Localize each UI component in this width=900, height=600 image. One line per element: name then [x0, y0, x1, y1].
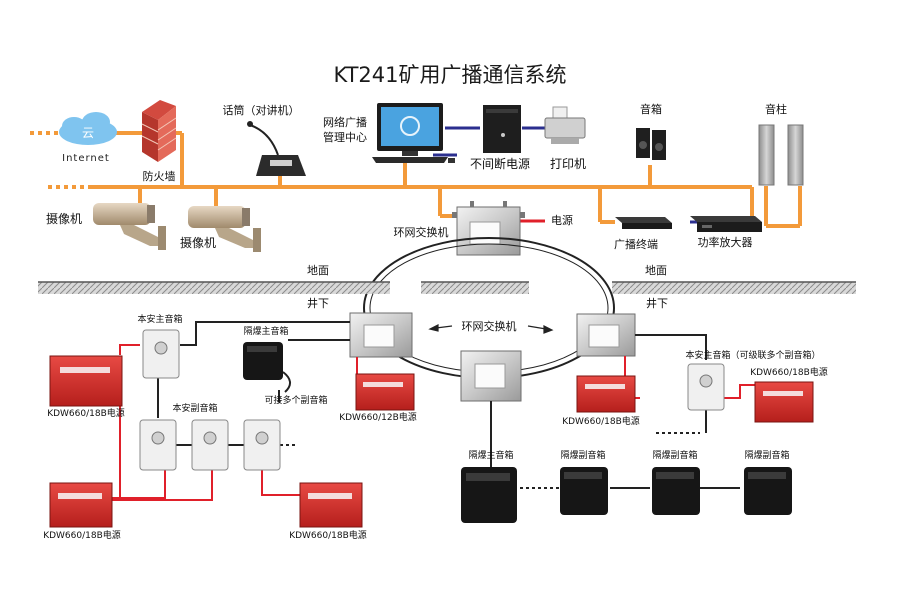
mgmt-center-label-2: 管理中心 — [323, 130, 367, 144]
microphone-icon — [247, 121, 306, 176]
camera-label-1: 摄像机 — [46, 211, 82, 226]
speaker-column-icon — [758, 124, 804, 186]
camera-icon — [188, 206, 261, 252]
microphone-label: 话筒（对讲机） — [223, 103, 300, 117]
explosion-proof-main-bottom-label: 隔爆主音箱 — [468, 449, 513, 461]
psu-right-label: KDW660/18B电源 — [750, 366, 828, 378]
ring-switch-top-label: 环网交换机 — [394, 225, 449, 239]
explosion-proof-sub-label-2: 隔爆副音箱 — [652, 449, 697, 461]
explosion-proof-box — [652, 467, 700, 515]
ups-label: 不间断电源 — [470, 156, 530, 171]
monitor-icon — [372, 103, 455, 163]
ring-switch-bottom — [460, 350, 522, 402]
safe-main-box — [142, 329, 180, 379]
surface-bus — [30, 131, 802, 228]
double-arrow-icon — [428, 324, 554, 334]
safe-main-box — [687, 363, 725, 411]
firewall-icon — [141, 100, 177, 162]
ring-switch-label: 环网交换机 — [462, 319, 517, 333]
psu-label-left-bottom: KDW660/18B电源 — [43, 529, 121, 541]
speaker-icon — [636, 128, 666, 160]
explosion-proof-box — [243, 342, 291, 393]
speaker-label: 音箱 — [640, 102, 662, 116]
amplifier-label: 功率放大器 — [698, 235, 753, 249]
explosion-proof-box — [744, 467, 792, 515]
power-supply-box — [299, 482, 363, 528]
explosion-proof-box — [560, 467, 608, 515]
cloud-symbol: 云 — [82, 126, 94, 140]
safe-sub-box-label: 本安副音箱 — [172, 402, 217, 414]
power-supply-box — [355, 373, 415, 411]
power-supply-box — [49, 355, 123, 407]
broadcast-terminal-icon — [615, 217, 672, 229]
ring-switch-left — [349, 312, 413, 358]
power-supply-box — [49, 482, 113, 528]
camera-label-2: 摄像机 — [180, 235, 216, 250]
explosion-proof-sub-label-1: 隔爆副音箱 — [560, 449, 605, 461]
ground-line — [38, 281, 856, 294]
underground-label-left: 井下 — [307, 296, 329, 310]
safe-main-box-label: 本安主音箱 — [137, 313, 182, 325]
speaker-column-label: 音柱 — [765, 102, 787, 116]
safe-sub-box — [139, 419, 177, 471]
ups-icon — [483, 105, 521, 153]
explosion-proof-sub-label-3: 隔爆副音箱 — [744, 449, 789, 461]
explosion-proof-box — [461, 467, 517, 523]
ring-switch-right — [576, 313, 636, 357]
ground-label-right: 地面 — [645, 264, 667, 277]
power-label: 电源 — [551, 213, 573, 227]
printer-label: 打印机 — [550, 157, 586, 171]
explosion-proof-main-label: 隔爆主音箱 — [243, 325, 288, 337]
firewall-label: 防火墙 — [143, 169, 176, 183]
ground-label-left: 地面 — [307, 264, 329, 277]
cloud-icon: 云 — [59, 112, 117, 145]
safe-sub-box — [191, 419, 229, 471]
power-supply-box — [576, 375, 636, 413]
mgmt-center-label-1: 网络广播 — [323, 115, 367, 129]
safe-main-box-right-label: 本安主音箱（可级联多个副音箱） — [685, 349, 820, 361]
camera-icon — [93, 203, 166, 250]
psu-right-center-label: KDW660/18B电源 — [562, 415, 640, 427]
underground-label-right: 井下 — [646, 296, 668, 310]
diagram-title: KT241矿用广播通信系统 — [333, 63, 566, 87]
broadcast-terminal-label: 广播终端 — [614, 237, 658, 251]
ring-switch-top — [452, 201, 525, 256]
printer-icon — [544, 106, 586, 144]
internet-label: Internet — [62, 153, 110, 164]
psu-label-left-top: KDW660/18B电源 — [47, 407, 125, 419]
psu-12b-label: KDW660/12B电源 — [339, 411, 417, 423]
power-supply-box — [754, 381, 814, 423]
psu-label-center-bottom: KDW660/18B电源 — [289, 529, 367, 541]
safe-sub-box — [243, 419, 281, 471]
amplifier-icon — [690, 216, 762, 232]
explosion-proof-note: 可接多个副音箱 — [264, 394, 327, 406]
